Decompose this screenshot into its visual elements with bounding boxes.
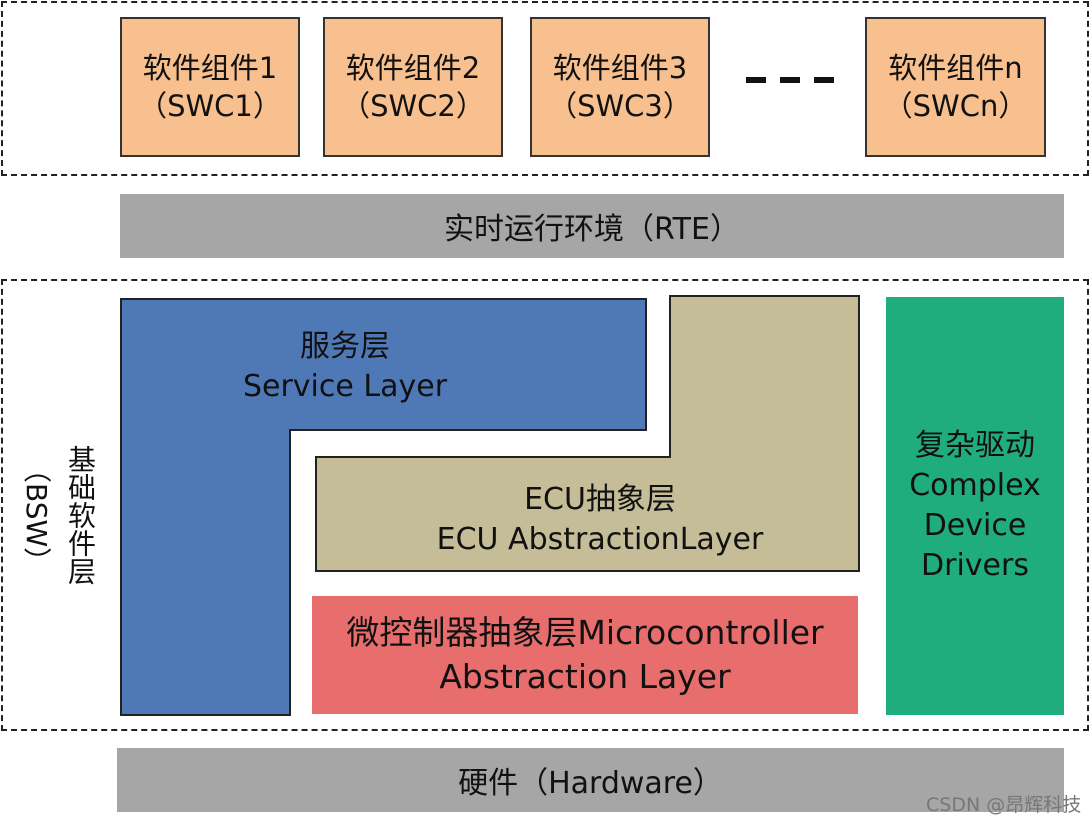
swc-ellipsis [740, 60, 840, 100]
service-layer-shape [120, 298, 647, 716]
swc1-name: 软件组件1 [142, 51, 278, 85]
rte-bar: 实时运行环境（RTE） [120, 194, 1064, 258]
swc2-box: 软件组件2 （SWC2） [323, 17, 503, 157]
ecu-layer-text: ECU抽象层 ECU AbstractionLayer [395, 478, 805, 562]
mcal-line1: 微控制器抽象层Microcontroller [346, 613, 824, 652]
swcn-name: 软件组件n [888, 51, 1023, 85]
watermark: CSDN @昂辉科技 [926, 794, 1082, 816]
cdd-line1: 复杂驱动 [915, 428, 1035, 463]
swc2-abbr: （SWC2） [341, 89, 485, 123]
hardware-bar: 硬件（Hardware） [117, 748, 1064, 812]
ellipsis-dashes [746, 77, 834, 83]
swc1-box: 软件组件1 （SWC1） [120, 17, 300, 157]
service-layer-text: 服务层 Service Layer [195, 325, 495, 409]
service-layer-cn: 服务层 [300, 329, 390, 364]
cdd-line4: Drivers [921, 548, 1029, 583]
cdd-box: 复杂驱动 Complex Device Drivers [886, 297, 1064, 715]
swc3-box: 软件组件3 （SWC3） [530, 17, 710, 157]
bsw-label-cn: 基础软件层 [64, 445, 97, 585]
bsw-label: 基础软件层 （BSW） [18, 420, 100, 610]
ecu-layer-cn: ECU抽象层 [524, 482, 676, 517]
rte-label: 实时运行环境（RTE） [444, 212, 740, 247]
swc2-name: 软件组件2 [345, 51, 481, 85]
swc3-name: 软件组件3 [552, 51, 688, 85]
cdd-line2: Complex [909, 468, 1041, 503]
bsw-label-en: （BSW） [20, 454, 53, 576]
ecu-layer-shape [315, 295, 860, 572]
swcn-abbr: （SWCn） [883, 89, 1028, 123]
swc1-abbr: （SWC1） [138, 89, 282, 123]
swcn-box: 软件组件n （SWCn） [865, 17, 1046, 157]
swc3-abbr: （SWC3） [548, 89, 692, 123]
bsw-frame [1, 279, 1089, 731]
mcal-line2: Abstraction Layer [439, 657, 731, 696]
cdd-line3: Device [923, 508, 1027, 543]
ecu-layer-en: ECU AbstractionLayer [436, 522, 764, 557]
mcal-box: 微控制器抽象层Microcontroller Abstraction Layer [312, 596, 858, 714]
hardware-label: 硬件（Hardware） [458, 766, 723, 801]
service-layer-en: Service Layer [242, 369, 448, 404]
application-layer-frame [1, 1, 1089, 176]
